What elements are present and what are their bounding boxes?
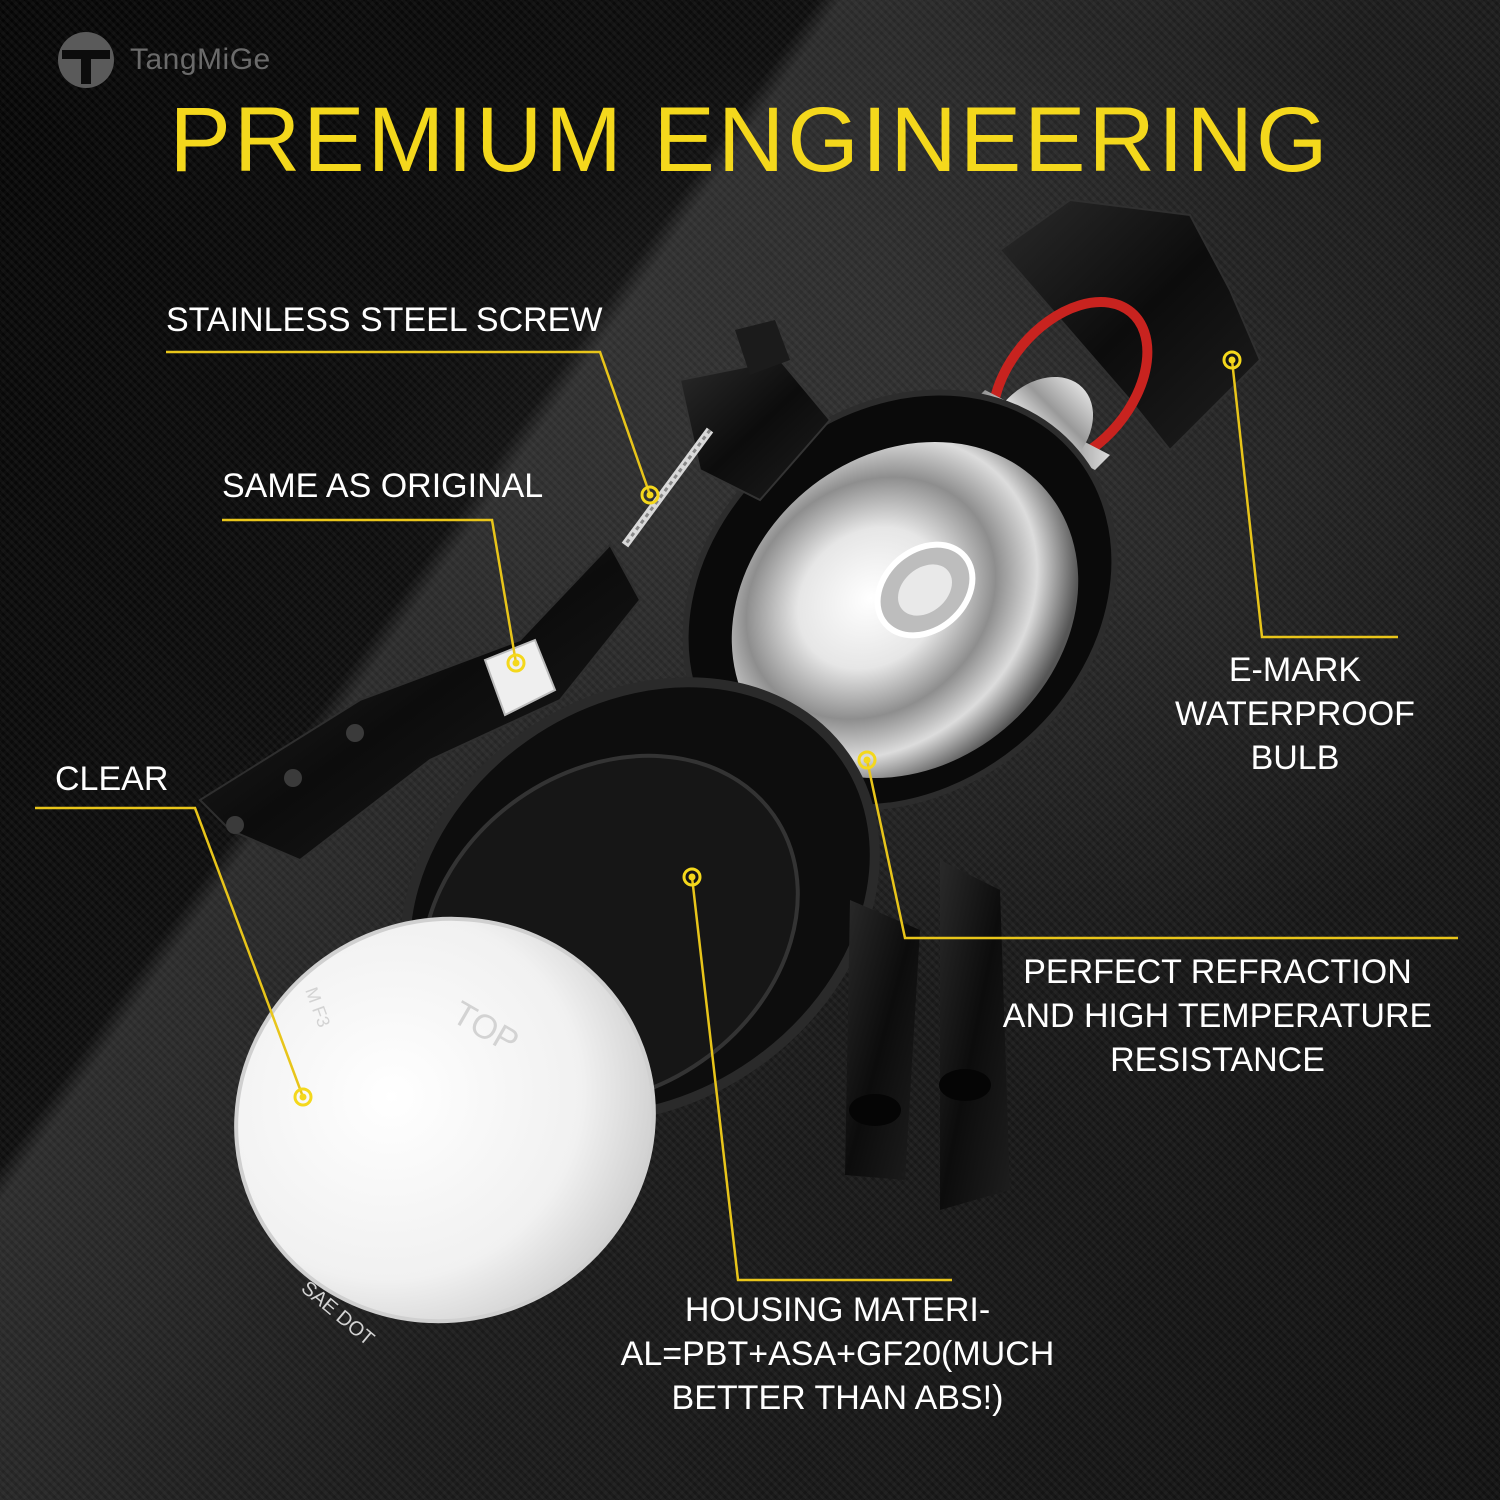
leader-housing <box>690 876 952 1282</box>
callout-refraction-line-2: AND HIGH TEMPERATURE <box>1002 997 1433 1035</box>
brand-name: TangMiGe <box>130 43 271 76</box>
target-same <box>506 653 526 673</box>
callout-emark-line-2: WATERPROOF <box>1175 695 1415 733</box>
callout-emark-bulb: E-MARK WATERPROOF BULB <box>1140 648 1450 780</box>
target-housing <box>682 867 702 887</box>
callout-refraction-line-1: PERFECT REFRACTION <box>1023 953 1412 991</box>
leader-clear <box>35 806 305 1098</box>
target-emark <box>1222 350 1242 370</box>
target-refraction <box>857 750 877 770</box>
leader-refraction <box>865 759 1458 940</box>
side-posts <box>845 860 1010 1210</box>
mounting-bracket <box>198 543 642 862</box>
leader-same <box>222 518 518 664</box>
callout-emark-line-3: BULB <box>1250 739 1340 777</box>
target-clear <box>293 1087 313 1107</box>
callout-housing-line-1: HOUSING MATERI- <box>684 1291 991 1329</box>
callout-refraction: PERFECT REFRACTION AND HIGH TEMPERATURE … <box>975 950 1460 1082</box>
callout-housing-material: HOUSING MATERI- AL=PBT+ASA+GF20(MUCH BET… <box>595 1288 1080 1420</box>
callout-housing-line-2: AL=PBT+ASA+GF20(MUCH <box>620 1335 1055 1373</box>
leader-emark <box>1230 359 1398 639</box>
callout-clear: CLEAR <box>55 760 169 798</box>
target-screw <box>640 485 660 505</box>
reflector <box>682 389 1118 811</box>
brand-logo-icon <box>58 32 114 88</box>
leader-lines <box>35 350 1458 1282</box>
headline: PREMIUM ENGINEERING <box>169 89 1331 191</box>
adjustment-bracket <box>621 320 832 548</box>
target-markers <box>293 350 1242 1107</box>
callout-emark-line-1: E-MARK <box>1228 651 1362 689</box>
leader-screw <box>166 350 652 496</box>
callout-housing-line-3: BETTER THAN ABS!) <box>671 1379 1004 1417</box>
brand: TangMiGe <box>52 30 271 90</box>
callout-same-as-original: SAME AS ORIGINAL <box>222 467 544 505</box>
callout-stainless-steel-screw: STAINLESS STEEL SCREW <box>166 301 603 339</box>
callout-refraction-line-3: RESISTANCE <box>1110 1041 1325 1079</box>
